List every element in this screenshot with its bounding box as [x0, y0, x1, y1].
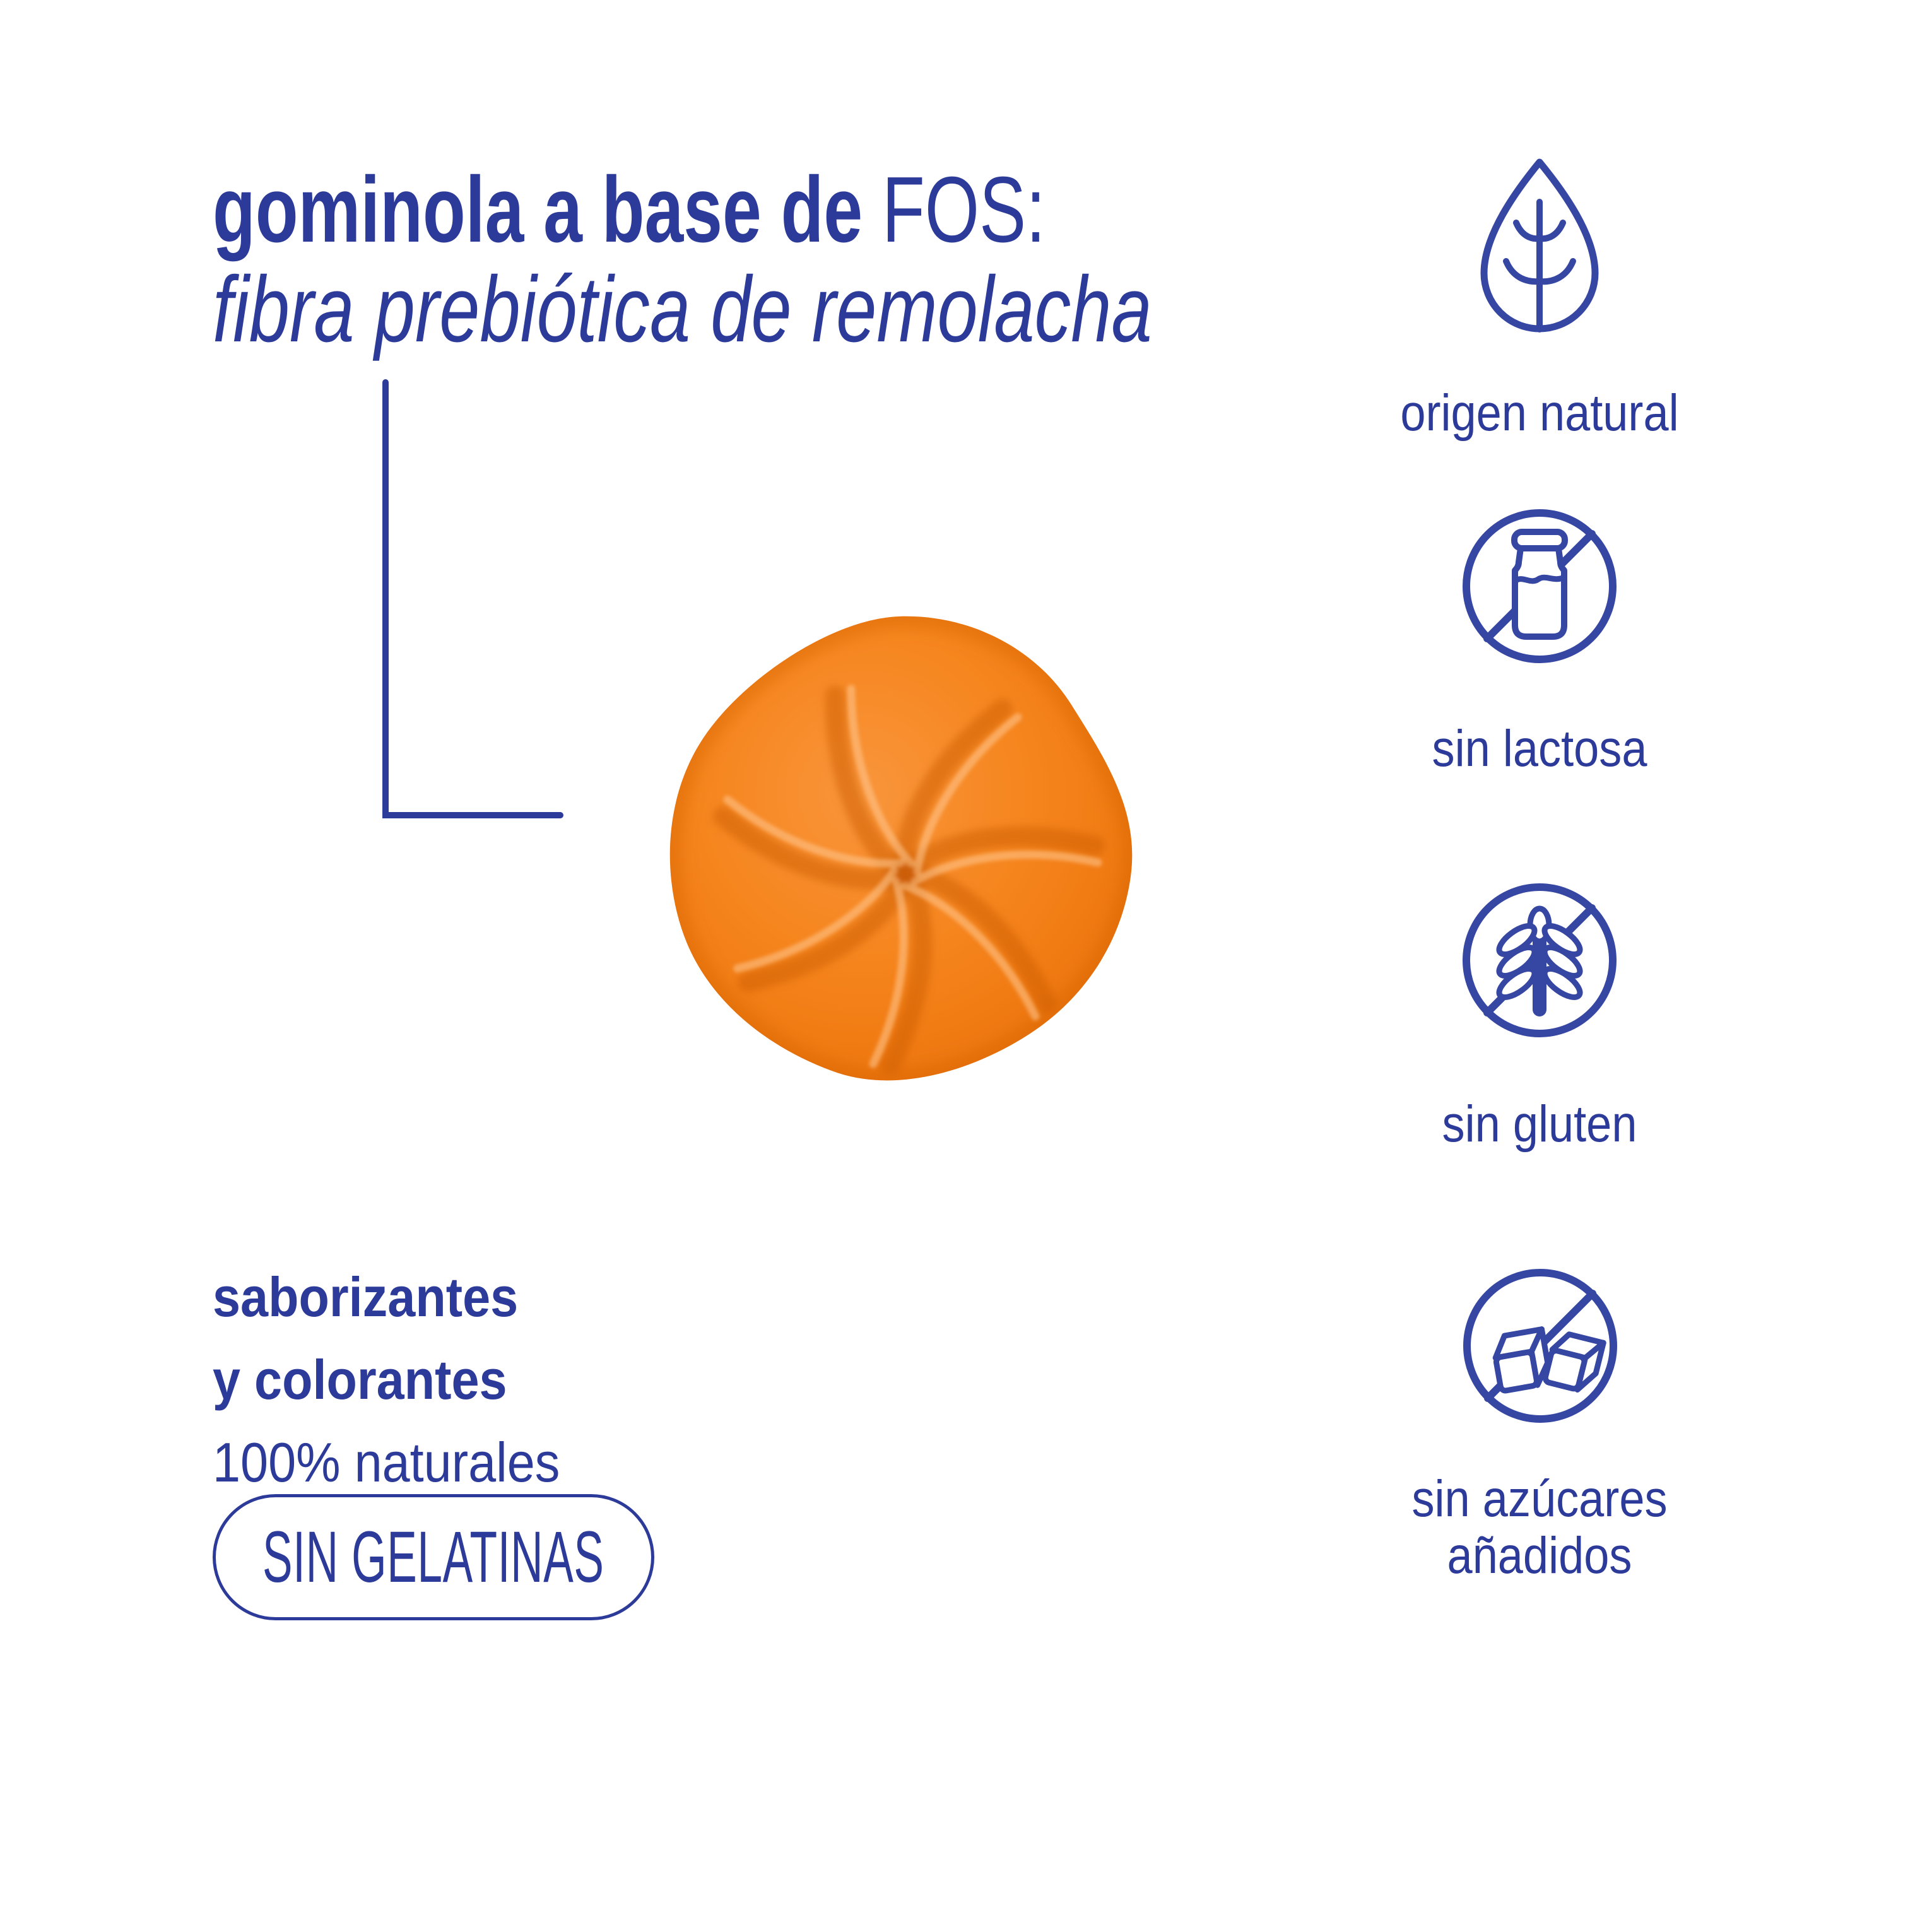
benefit-label-sin-azucares-line1: sin azúcares [1411, 1470, 1668, 1528]
leaf-icon [1480, 158, 1599, 333]
no-lactose-icon [1463, 509, 1617, 663]
claims-line-3: 100% naturales [213, 1431, 560, 1493]
claims-text: saborizantes y colorantes 100% naturales [213, 1256, 599, 1504]
page-title: gominola a base de FOS: fibra prebiótica… [213, 160, 1417, 360]
claims-line-1: saborizantes [213, 1266, 519, 1328]
no-gelatin-badge: SIN GELATINAS [213, 1494, 654, 1620]
benefit-label-sin-azucares-line2: añadidos [1447, 1527, 1632, 1584]
benefit-label-sin-lactosa: sin lactosa [1432, 720, 1647, 777]
benefit-label-sin-azucares: sin azúcares añadidos [1373, 1471, 1706, 1584]
gummy-image [669, 616, 1133, 1081]
benefit-label-origen-natural: origen natural [1400, 384, 1679, 442]
claims-line-2: y colorantes [213, 1348, 507, 1411]
benefit-label-sin-gluten: sin gluten [1442, 1095, 1637, 1153]
title-subtitle: fibra prebiótica de remolacha [213, 257, 1152, 362]
no-gelatin-badge-label: SIN GELATINAS [262, 1517, 604, 1598]
no-gluten-icon [1463, 883, 1617, 1037]
title-line-1: gominola a base de FOS: [213, 160, 1116, 260]
no-added-sugar-icon [1463, 1269, 1617, 1423]
connector-line [382, 379, 563, 818]
title-lead-bold: gominola a base de [213, 158, 882, 262]
title-lead-regular: FOS: [881, 158, 1046, 262]
